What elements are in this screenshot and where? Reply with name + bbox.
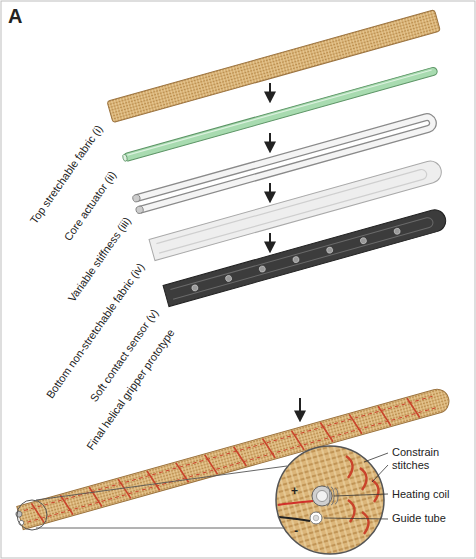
contact-sensor-layer — [163, 207, 448, 306]
panel-letter: A — [8, 4, 22, 28]
guide-tube — [310, 512, 322, 524]
polarity-sign: + — [291, 484, 298, 498]
fabric-strip — [149, 159, 444, 261]
callout-label: Heating coil — [392, 488, 449, 501]
inset-border — [276, 446, 384, 554]
variable-stiffness-layer — [132, 112, 435, 214]
top-fabric-layer — [107, 10, 440, 123]
gripper-strip — [17, 386, 452, 529]
negative-wire — [279, 517, 310, 521]
final-gripper-layer — [14, 386, 452, 530]
tube-end — [135, 205, 144, 214]
inset-view — [270, 440, 394, 559]
heating-coil-core — [317, 491, 328, 502]
sensor-strip — [163, 207, 448, 306]
fabric-strip — [107, 10, 440, 123]
sensor-trace — [170, 217, 434, 300]
tube-end — [132, 194, 141, 203]
coil-end — [15, 510, 22, 517]
positive-wire — [278, 501, 313, 505]
sensor-pads — [191, 228, 401, 292]
tube-outline — [136, 116, 434, 210]
bottom-fabric-layer — [149, 159, 444, 261]
guide-tube-bore — [313, 515, 319, 521]
callout-label: Constrain stitches — [392, 446, 464, 472]
leader-lines — [324, 453, 388, 519]
inset-fabric — [270, 440, 394, 559]
actuator-rod — [123, 67, 438, 162]
core-actuator-layer — [122, 67, 438, 163]
zoom-circle — [17, 500, 47, 530]
callout-label: Guide tube — [392, 512, 446, 525]
assembly-arrows — [270, 83, 300, 420]
tube-body — [136, 116, 434, 210]
polarity-sign: - — [294, 524, 298, 538]
rod-end — [122, 154, 128, 162]
zoom-lines — [36, 466, 287, 528]
